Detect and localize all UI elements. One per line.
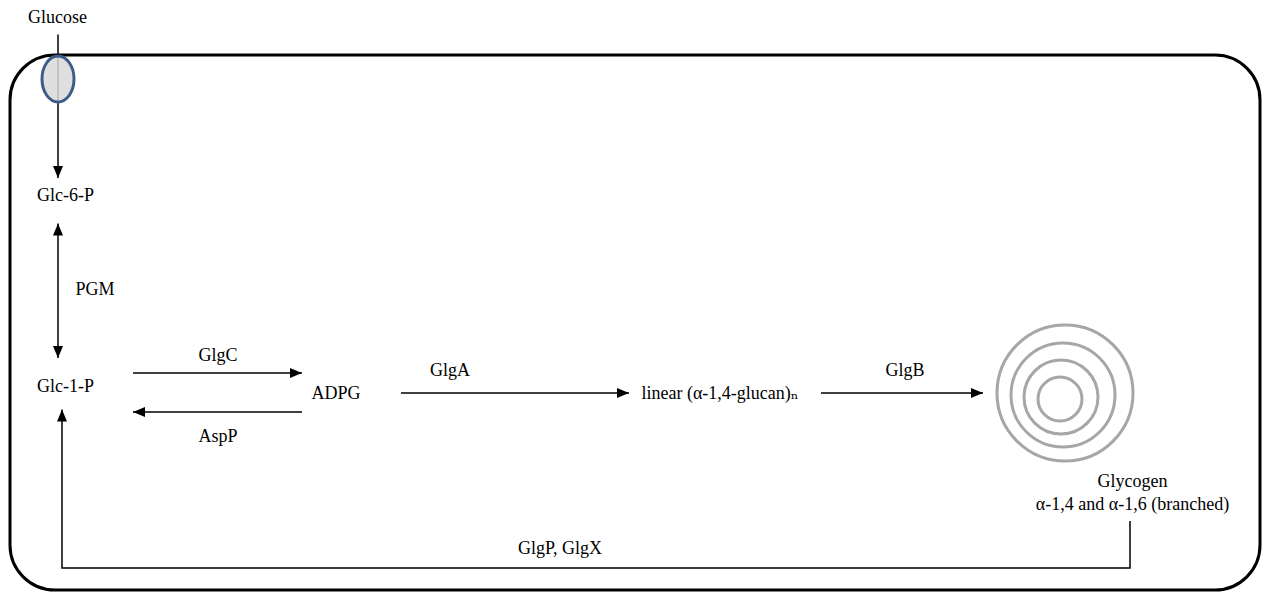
enzyme-label: AspP xyxy=(195,426,240,448)
glycogen-granule: Glycogenα-1,4 and α-1,6 (branched) xyxy=(985,320,1250,519)
metabolite-name: Glc-6-P xyxy=(37,184,94,207)
reaction-arrow xyxy=(133,372,302,374)
enzyme-label: GlgP, GlgX xyxy=(515,538,605,560)
enzyme-label: GlgA xyxy=(427,360,473,382)
glycogen-ring xyxy=(1024,360,1098,434)
metabolite: linear (α-1,4-glucan)ₙ xyxy=(637,380,803,407)
reaction-arrow xyxy=(133,411,302,413)
metabolite-name: ADPG xyxy=(311,382,361,405)
glycogen-ring xyxy=(1038,377,1082,421)
metabolite: Glc-1-P xyxy=(33,373,98,400)
reaction-arrow xyxy=(401,392,629,394)
metabolite: Glc-6-P xyxy=(33,182,98,209)
reaction-arrow xyxy=(57,224,59,359)
metabolite-name: Glc-1-P xyxy=(37,375,94,398)
metabolite: ADPG xyxy=(307,380,365,407)
glucose-transporter xyxy=(42,56,74,102)
glycogen-caption: Glycogenα-1,4 and α-1,6 (branched) xyxy=(1015,470,1250,515)
glycogen-ring xyxy=(997,325,1133,461)
reaction-arrow xyxy=(821,392,983,394)
bond-note: α-1,4 and α-1,6 (branched) xyxy=(1015,493,1250,516)
metabolite-name: linear (α-1,4-glucan)ₙ xyxy=(641,382,799,405)
enzyme-label: GlgC xyxy=(195,345,240,367)
reaction-arrow xyxy=(62,410,1130,569)
glycogen-rings xyxy=(985,320,1145,470)
metabolite-name: Glycogen xyxy=(1015,470,1250,493)
metabolite-name: Glucose xyxy=(28,6,87,29)
enzyme-label: PGM xyxy=(72,279,117,301)
metabolite: Glucose xyxy=(24,4,91,31)
glycogen-ring xyxy=(1011,343,1115,447)
cell-membrane xyxy=(10,55,1260,590)
enzyme-label: GlgB xyxy=(882,360,927,382)
